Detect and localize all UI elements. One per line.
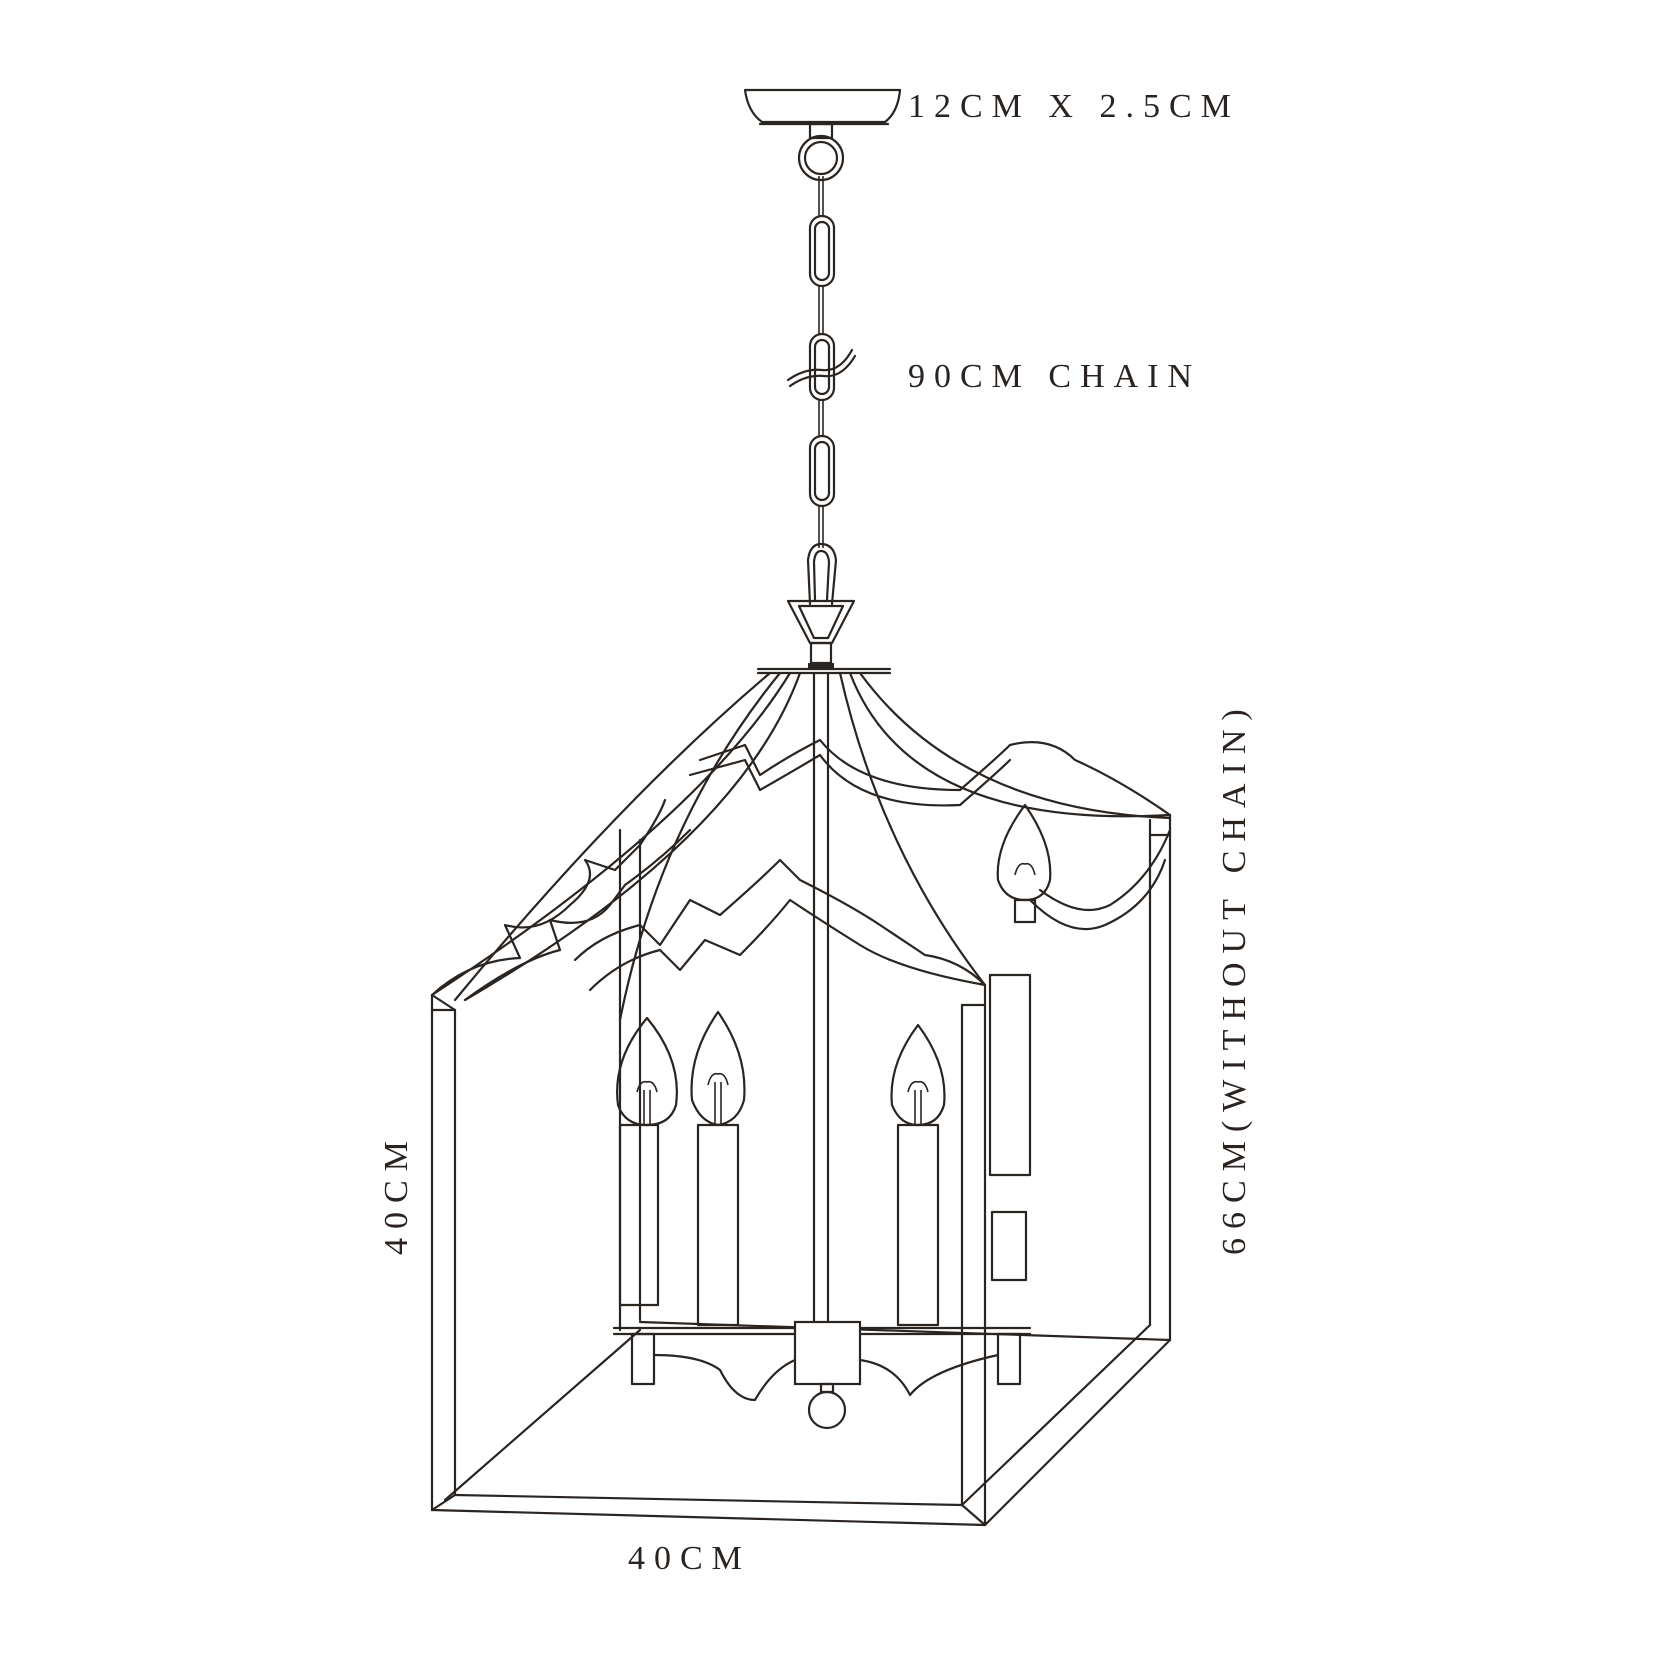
candle-bulbs — [616, 803, 1052, 1127]
pagoda-roof — [430, 671, 1172, 1022]
cone-connector — [786, 599, 856, 669]
lantern-frame — [430, 813, 1172, 1527]
center-rod — [812, 671, 830, 1327]
ceiling-canopy — [743, 88, 902, 140]
candle-sleeves — [618, 973, 1032, 1327]
chain-break-mark — [786, 348, 857, 388]
overall-height-label: 66CM(WITHOUT CHAIN) — [1216, 700, 1253, 1255]
chain — [808, 176, 836, 548]
chain-length-label: 90CM CHAIN — [908, 358, 1202, 395]
frame-width-label: 40CM — [628, 1540, 751, 1577]
frame-height-label: 40CM — [378, 1132, 415, 1255]
canopy-dimension-label: 12CM X 2.5CM — [908, 88, 1240, 125]
carabiner-hook — [806, 542, 838, 606]
hook-ring — [797, 134, 845, 182]
center-hub — [793, 1320, 862, 1430]
top-plate — [756, 667, 892, 675]
